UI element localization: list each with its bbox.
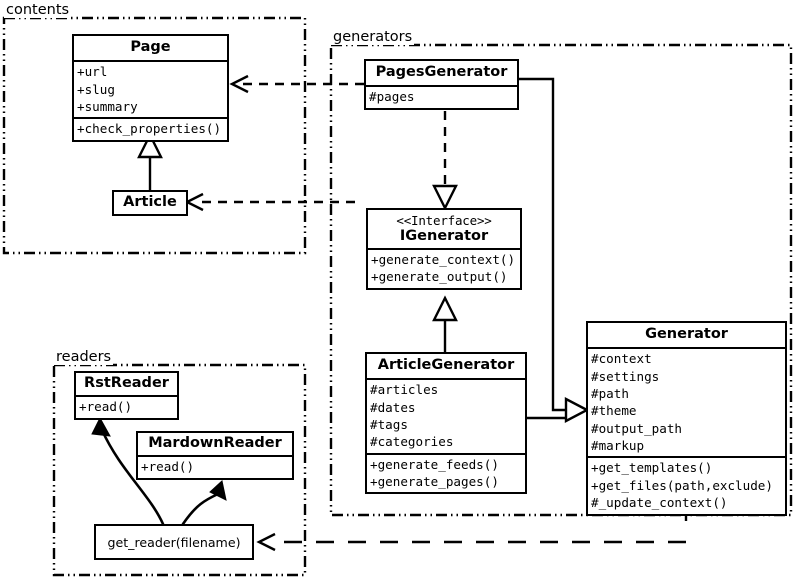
class-articlegenerator-name: ArticleGenerator — [377, 357, 515, 373]
class-pagesgenerator[interactable]: PagesGenerator #pages — [364, 59, 519, 110]
arrowhead-open-page — [229, 74, 249, 94]
method: +read() — [79, 399, 133, 415]
attribute: #markup — [591, 438, 645, 454]
relation-getreader-to-mardownreader — [181, 492, 220, 526]
class-page-name: Page — [130, 39, 171, 55]
attribute: #settings — [591, 368, 660, 384]
class-page-attributes: +url +slug +summary — [74, 60, 227, 117]
class-generator-methods: +get_templates() +get_files(path,exclude… — [588, 456, 785, 513]
class-igenerator-methods: +generate_context() +generate_output() — [368, 247, 520, 288]
class-mardownreader[interactable]: MardownReader +read() — [136, 431, 294, 480]
package-label-contents: contents — [4, 2, 72, 18]
package-label-readers: readers — [54, 349, 114, 365]
class-mardownreader-methods: +read() — [138, 455, 292, 477]
method: +generate_context() — [371, 251, 516, 267]
method: +check_properties() — [77, 121, 222, 137]
method: +read() — [141, 459, 195, 475]
arrowhead-open-article — [184, 192, 204, 212]
attribute: #dates — [370, 399, 416, 415]
attribute: #theme — [591, 403, 637, 419]
class-articlegenerator-attributes: #articles #dates #tags #categories — [367, 378, 525, 453]
class-mardownreader-name: MardownReader — [148, 435, 282, 451]
class-articlegenerator[interactable]: ArticleGenerator #articles #dates #tags … — [365, 352, 527, 495]
attribute: #categories — [370, 434, 454, 450]
arrowhead-triangle-igenerator-inherit — [432, 295, 458, 322]
class-page[interactable]: Page +url +slug +summary +check_properti… — [72, 34, 229, 142]
arrowhead-filled-rstreader — [91, 416, 111, 437]
class-articlegenerator-methods: +generate_feeds() +generate_pages() — [367, 452, 525, 493]
method: +generate_output() — [371, 269, 508, 285]
attribute: #tags — [370, 416, 408, 432]
attribute: +summary — [77, 98, 138, 114]
class-generator-attributes: #context #settings #path #theme #output_… — [588, 347, 785, 456]
class-pagesgenerator-attributes: #pages — [366, 85, 517, 107]
method: +get_templates() — [591, 460, 713, 476]
attribute: #context — [591, 351, 652, 367]
class-igenerator[interactable]: <<Interface>> IGenerator +generate_conte… — [366, 208, 522, 290]
class-article-name: Article — [123, 194, 177, 210]
class-article[interactable]: Article — [112, 190, 188, 216]
arrowhead-triangle-igenerator-realization — [432, 184, 458, 211]
function-get-reader-label: get_reader(filename) — [107, 534, 241, 550]
attribute: #path — [591, 385, 629, 401]
class-rstreader-name: RstReader — [84, 375, 169, 391]
class-igenerator-label: IGenerator — [399, 227, 489, 244]
package-label-generators: generators — [331, 29, 415, 45]
class-generator[interactable]: Generator #context #settings #path #them… — [586, 321, 787, 516]
arrowhead-filled-mardownreader — [209, 480, 227, 501]
attribute: #pages — [369, 89, 415, 105]
method: +get_files(path,exclude) — [591, 477, 773, 493]
arrowhead-open-getreader — [256, 532, 276, 552]
class-pagesgenerator-name: PagesGenerator — [375, 64, 508, 80]
class-rstreader-methods: +read() — [76, 395, 177, 417]
method: #_update_context() — [591, 495, 728, 511]
attribute: +slug — [77, 81, 115, 97]
attribute: +url — [77, 64, 108, 80]
attribute: #output_path — [591, 420, 682, 436]
attribute: #articles — [370, 382, 439, 398]
arrowhead-triangle-generator — [564, 397, 590, 423]
function-get-reader[interactable]: get_reader(filename) — [94, 524, 254, 560]
class-igenerator-stereotype: <<Interface>> — [396, 213, 492, 228]
class-rstreader[interactable]: RstReader +read() — [74, 371, 179, 420]
class-page-methods: +check_properties() — [74, 117, 227, 139]
class-igenerator-name: <<Interface>> IGenerator — [368, 210, 520, 248]
method: +generate_feeds() — [370, 456, 499, 472]
class-generator-name: Generator — [645, 326, 728, 342]
relation-articlegenerator-to-generator — [527, 410, 570, 420]
method: +generate_pages() — [370, 474, 499, 490]
